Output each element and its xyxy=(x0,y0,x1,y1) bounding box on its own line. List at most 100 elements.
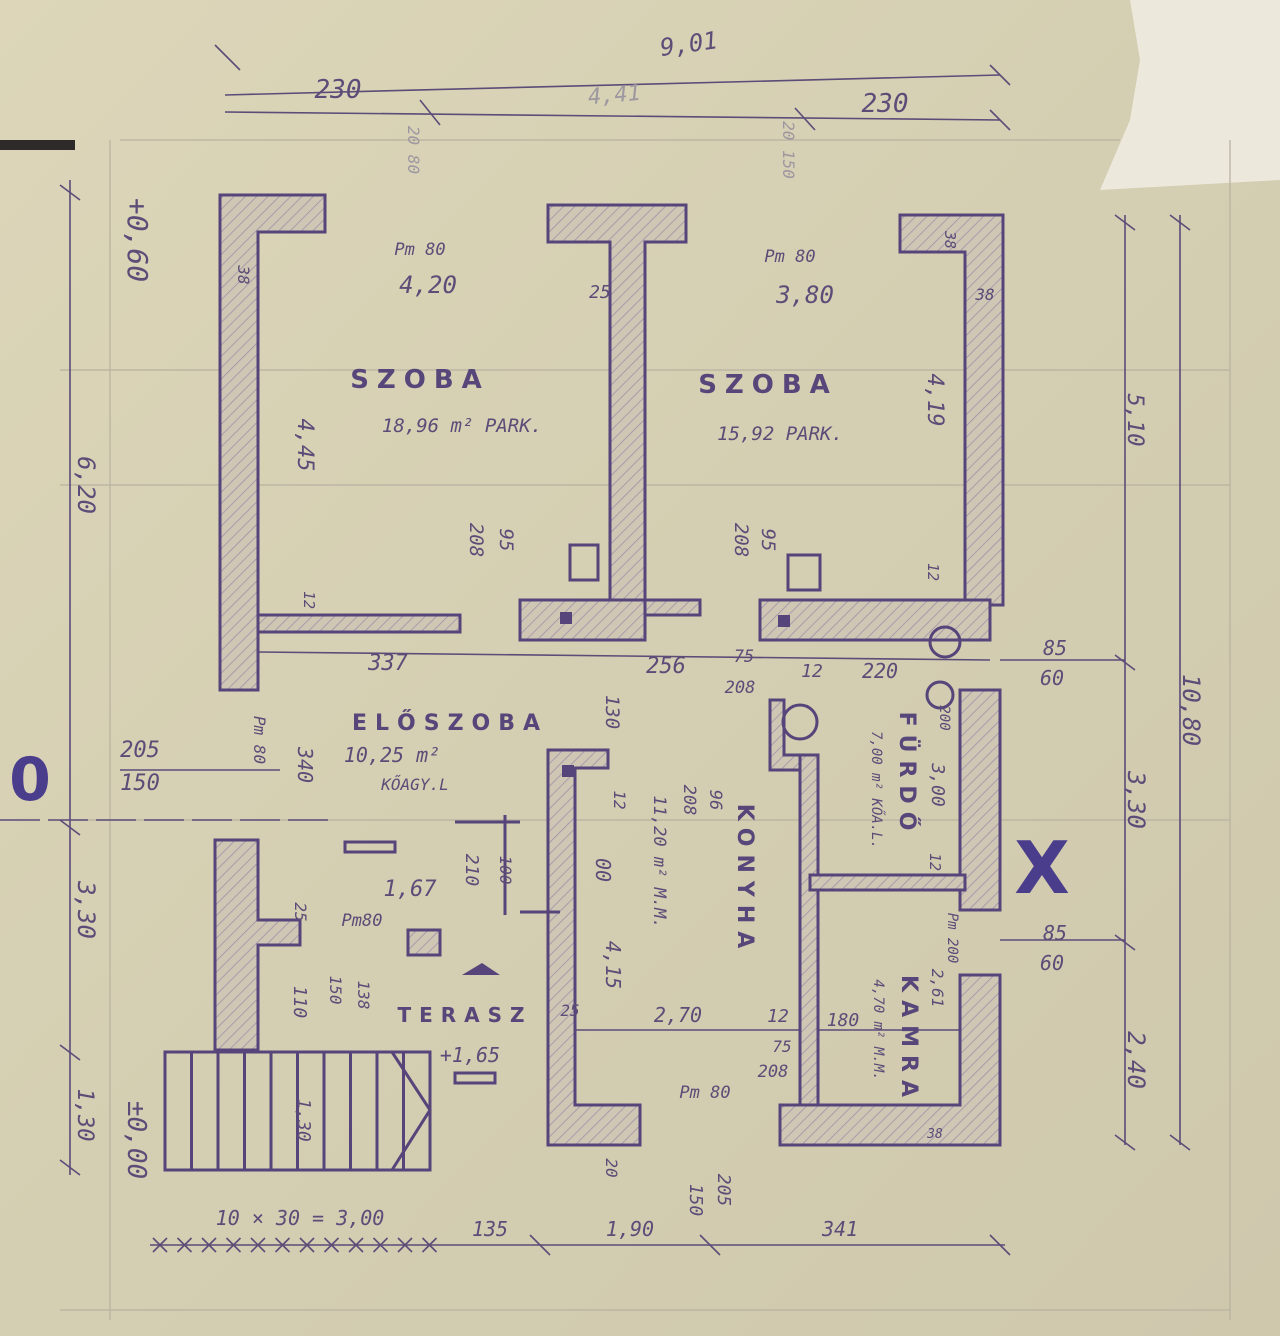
step-ticks xyxy=(152,1237,438,1253)
top-faint-left-label: 20 80 xyxy=(404,126,423,174)
wall-room1-chimney xyxy=(518,598,647,642)
paper-edge xyxy=(0,140,75,150)
bottom-d205-label: 205 xyxy=(713,1174,734,1207)
room1-inner-wall-label: 12 xyxy=(300,591,318,609)
step-tick xyxy=(201,1237,217,1253)
chimney-flue xyxy=(562,765,574,777)
middle-d220-label: 220 xyxy=(862,659,898,683)
room2-inner-wall-label: 12 xyxy=(924,563,942,581)
room2-height-label: 4,19 xyxy=(922,374,947,427)
bottom-steps-label: 10 × 30 = 3,00 xyxy=(216,1206,385,1230)
window-symbol xyxy=(343,840,397,854)
stove xyxy=(786,553,822,592)
hall-len-label: 340 xyxy=(293,746,317,783)
step-tick xyxy=(348,1237,364,1253)
left-w-150-label: 150 xyxy=(120,771,160,796)
bottom-d341-label: 341 xyxy=(821,1217,858,1241)
bath-d12-label: 12 xyxy=(926,853,944,871)
room2-name-label: SZOBA xyxy=(698,370,838,400)
hall-pm2-label: Pm80 xyxy=(342,911,383,931)
hall-name-label: ELŐSZOBA xyxy=(352,710,548,736)
left-w-205-label: 205 xyxy=(120,738,160,763)
step-tick xyxy=(274,1237,291,1253)
middle-r85b-label: 85 xyxy=(1043,921,1067,945)
step-tick xyxy=(397,1237,413,1253)
room1-pm-label: Pm 80 xyxy=(394,240,445,260)
hall-level-label: 1,67 xyxy=(384,877,438,902)
water-heater-circle xyxy=(925,680,955,710)
hall-pm-label: Pm 80 xyxy=(250,716,269,764)
kitchen-len-label: 4,15 xyxy=(601,941,625,989)
top-right-label: 230 xyxy=(862,89,909,119)
hall-area-label: 10,25 m² xyxy=(344,743,440,767)
room2-width-label: 3,80 xyxy=(775,281,834,309)
stairs xyxy=(163,1050,432,1172)
middle-r85a-label: 85 xyxy=(1043,636,1067,660)
middle-d130-label: 130 xyxy=(601,695,623,729)
top-faint-right-label: 20 150 xyxy=(779,121,798,179)
terrace-name-label: TERASZ xyxy=(397,1003,532,1027)
room1-door-w-label: 95 xyxy=(495,529,517,552)
step-tick xyxy=(323,1237,340,1253)
wall-bath-east xyxy=(958,688,1002,912)
middle-d256-label: 256 xyxy=(646,654,686,679)
step-tick xyxy=(250,1237,266,1253)
step-tick xyxy=(225,1237,242,1253)
hall-d150-label: 150 xyxy=(326,976,345,1005)
kitchen-door-w-label: 96 xyxy=(705,790,725,810)
top-middle-label: 4,41 xyxy=(587,81,642,111)
middle-r60a-label: 60 xyxy=(1040,666,1064,690)
pantry-len-label: 2,61 xyxy=(928,969,947,1008)
wall-terrace-west xyxy=(213,838,302,1052)
left-h-330-label: 3,30 xyxy=(72,880,100,939)
kitchen-pm-label: Pm 80 xyxy=(679,1083,730,1103)
bath-name-label: FÜRDŐ xyxy=(894,712,920,839)
bottom-d135-label: 135 xyxy=(472,1217,508,1241)
middle-r60b-label: 60 xyxy=(1040,951,1064,975)
kitchen-d00-label: 00 xyxy=(591,858,615,882)
left-level-top-label: +0,60 xyxy=(121,198,154,282)
bottom-d190-label: 1,90 xyxy=(606,1217,654,1241)
top-left-label: 230 xyxy=(315,75,362,105)
pantry-width-label: 180 xyxy=(827,1010,860,1031)
middle-d337-label: 337 xyxy=(367,651,408,676)
pantry-name-label: KAMRA xyxy=(896,975,921,1105)
room2-door-w-label: 95 xyxy=(757,529,779,552)
room1-area-label: 18,96 m² PARK. xyxy=(382,415,542,437)
chimney-flue xyxy=(560,612,572,624)
pantry-pm-label: Pm 200 xyxy=(944,913,960,964)
kitchen-d25-label: 25 xyxy=(560,1001,579,1020)
kitchen-door-h-label: 208 xyxy=(679,785,699,816)
walls xyxy=(213,193,1005,1147)
room2-door-h-label: 208 xyxy=(730,523,752,557)
kitchen-d208-label: 208 xyxy=(758,1062,789,1082)
hall-floor-label: KŐAGY.L xyxy=(380,774,448,794)
hall-d210-label: 210 xyxy=(461,854,482,887)
room2-wall-a-label: 38 xyxy=(941,230,959,249)
room2-pm-label: Pm 80 xyxy=(764,247,815,267)
hall-d25-label: 25 xyxy=(291,902,310,921)
step-tick xyxy=(176,1237,193,1253)
pantry-wall-label: 38 xyxy=(926,1127,943,1142)
wall-room1-south xyxy=(256,613,462,634)
terrace-level-label: +1,65 xyxy=(440,1043,500,1067)
right-d240-label: 2,40 xyxy=(1122,1031,1150,1089)
room1-wall-outer-label: 38 xyxy=(234,264,253,284)
step-tick xyxy=(152,1237,168,1253)
left-level-zero-label: ±0,00 xyxy=(121,1101,151,1179)
kitchen-d12b-label: 12 xyxy=(767,1006,789,1027)
water-heater-circle xyxy=(928,625,962,659)
room1-width-label: 4,20 xyxy=(399,271,457,299)
wall-west xyxy=(218,193,327,692)
kitchen-d75-label: 75 xyxy=(772,1037,791,1056)
kitchen-area-label: 11,20 m² M.M. xyxy=(649,795,669,928)
pantry-area-label: 4,70 m² M.M. xyxy=(870,979,886,1080)
bath-d200-label: 200 xyxy=(936,705,952,730)
wall-kitchen-west xyxy=(546,748,642,1147)
step-tick xyxy=(421,1237,438,1253)
room1-door-h-label: 208 xyxy=(465,523,487,557)
bath-len-label: 3,00 xyxy=(927,762,948,806)
room1-height-label: 4,45 xyxy=(292,419,317,472)
right-d510-label: 5,10 xyxy=(1122,394,1147,447)
